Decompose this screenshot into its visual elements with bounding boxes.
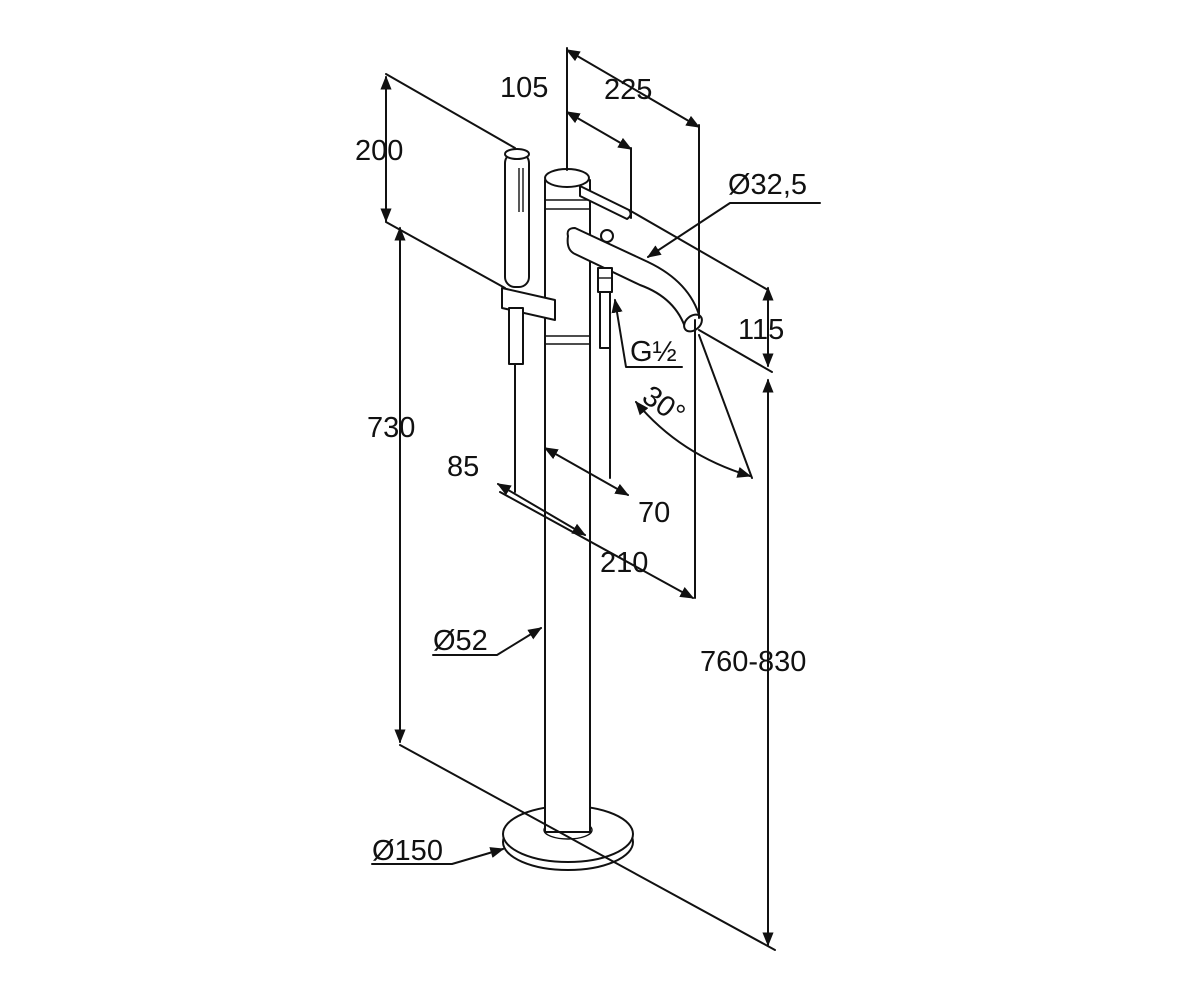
dim-200-label: 200: [355, 135, 403, 167]
leader-lines: [371, 202, 821, 865]
dim-105-label: 105: [500, 72, 548, 104]
dimension-labels: 105 225 200 Ø32,5 115 G½ 30° 730 85 70 2…: [355, 72, 807, 867]
dim-730-label: 730: [367, 412, 415, 444]
main-column: [544, 168, 591, 833]
thread-g-half-label: G½: [630, 336, 677, 368]
dim-85-label: 85: [447, 451, 479, 483]
hand-shower: [501, 148, 556, 365]
dim-diameter-32-5-label: Ø32,5: [728, 169, 807, 201]
dim-115-label: 115: [738, 314, 784, 346]
dim-diameter-52-label: Ø52: [433, 625, 488, 657]
dim-70-label: 70: [638, 497, 670, 529]
shower-hose-connection: [597, 267, 613, 349]
dim-diameter-150-label: Ø150: [372, 835, 443, 867]
dimension-lines: [380, 49, 774, 947]
angle-30-label: 30°: [636, 380, 690, 431]
dim-760-830-label: 760-830: [700, 646, 806, 678]
dim-225-label: 225: [604, 74, 652, 106]
dim-210-label: 210: [600, 547, 648, 579]
